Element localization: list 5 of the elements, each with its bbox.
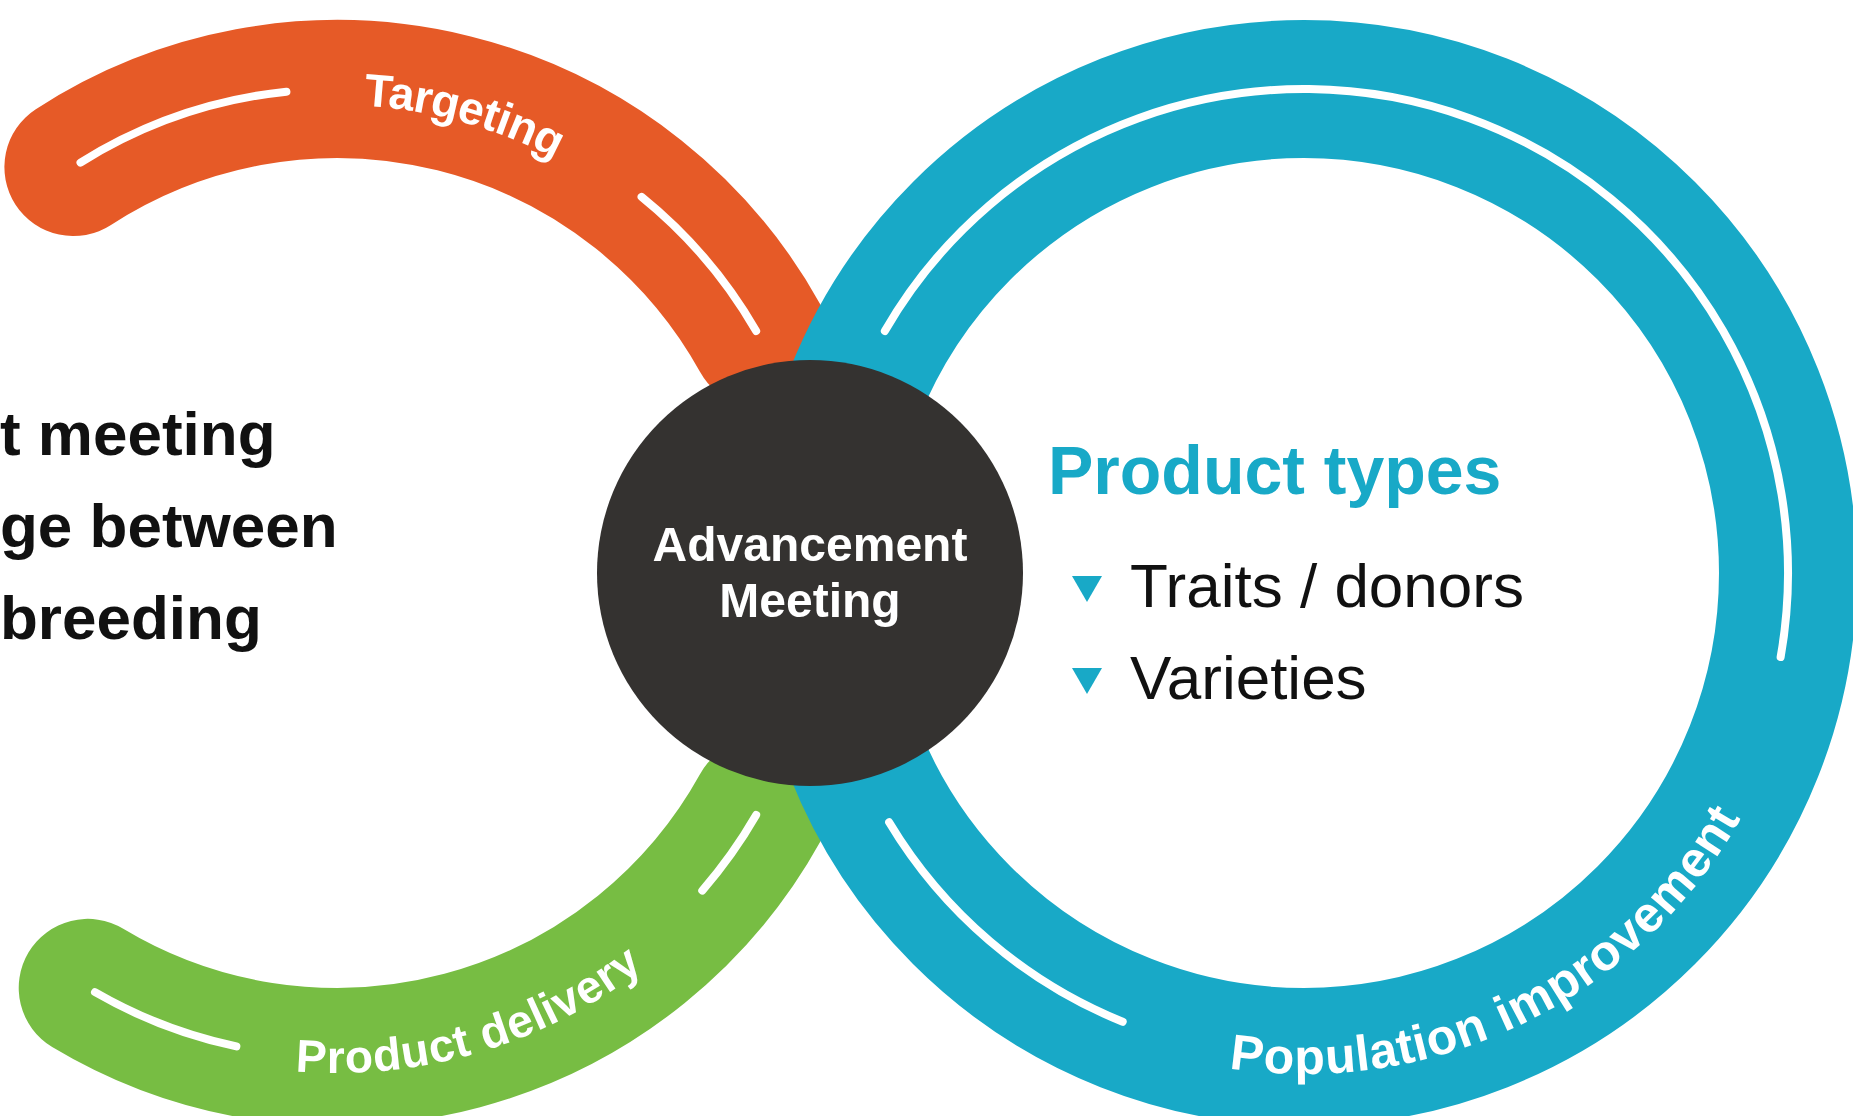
description-text: t meeting ge between breeding xyxy=(0,398,339,654)
meeting-label: Advancement Meeting xyxy=(651,517,969,629)
section-heading: Product types xyxy=(1048,431,1503,510)
list-item: Varieties xyxy=(1130,642,1368,714)
list-item: Traits / donors xyxy=(1130,550,1525,622)
